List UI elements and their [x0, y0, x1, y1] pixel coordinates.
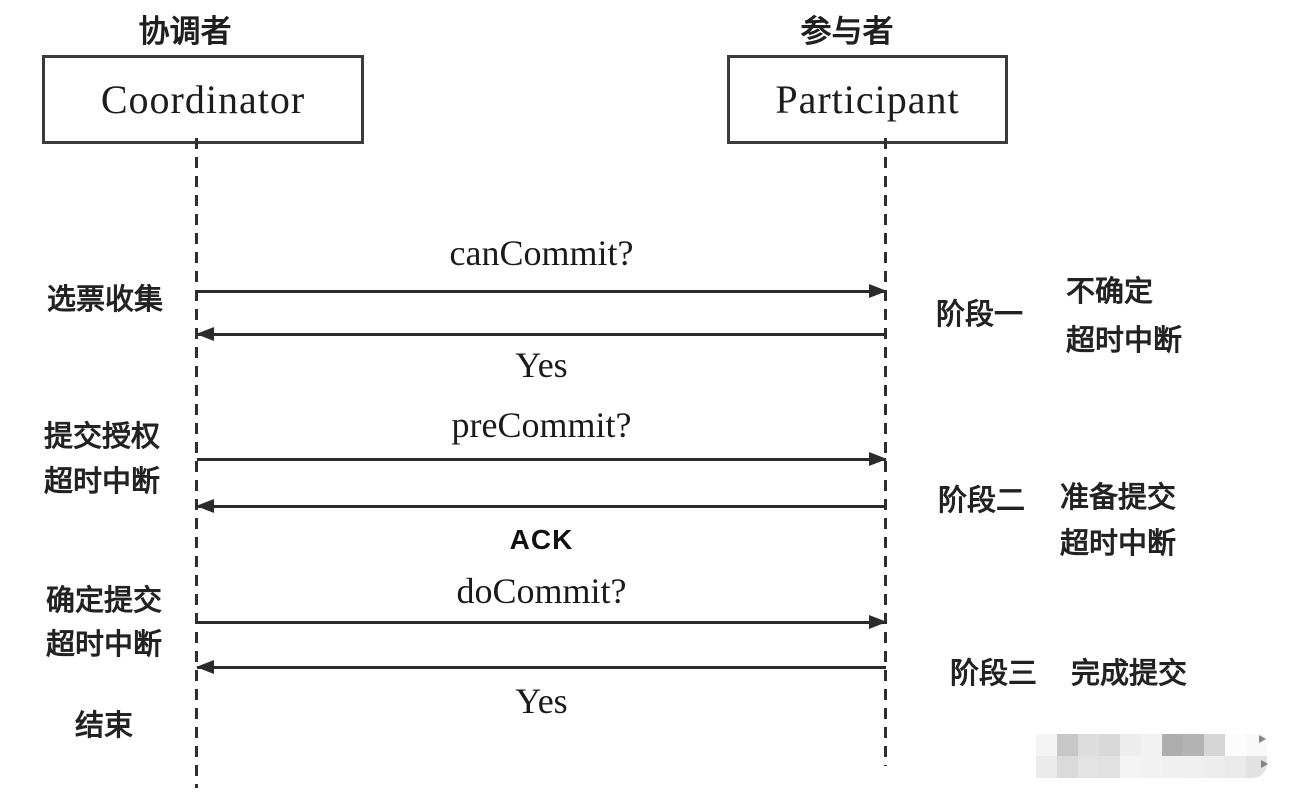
watermark-cell: [1141, 734, 1162, 756]
arrow-cancommit-right: [197, 284, 887, 298]
left-note-line: 确定提交: [45, 585, 162, 617]
left-note-line: 超时中断: [45, 629, 162, 661]
arrow-docommit-right: [197, 615, 887, 629]
arrow-ack-left: [196, 499, 886, 513]
watermark-cell: [1057, 734, 1078, 756]
coordinator-box-label: Coordinator: [100, 77, 306, 122]
coordinator-zh-label: 协调者: [138, 14, 232, 49]
message-label-docommit: doCommit?: [456, 571, 627, 611]
phase-3-label: 阶段三: [950, 658, 1038, 690]
watermark-cell: [1183, 756, 1204, 778]
message-label-cancommit: canCommit?: [449, 233, 634, 273]
watermark-cell: [1204, 756, 1225, 778]
message-label-precommit: preCommit?: [451, 405, 632, 445]
right-note-line: 超时中断: [1066, 325, 1183, 357]
watermark-cell: [1099, 756, 1120, 778]
coordinator-box: Coordinator: [42, 55, 364, 144]
participant-box-label: Participant: [775, 77, 960, 122]
watermark-cell: [1120, 756, 1141, 778]
arrow-yes1-left: [196, 327, 886, 341]
watermark-speck: [1259, 735, 1266, 743]
right-note-line: 完成提交: [1071, 658, 1188, 690]
left-note-confirm-commit: 确定提交 超时中断: [37, 579, 171, 667]
message-label-ack: ACK: [509, 524, 574, 555]
watermark-cell: [1057, 756, 1078, 778]
watermark-cell: [1225, 734, 1246, 756]
watermark-cell: [1162, 734, 1183, 756]
watermark-speck: [1261, 760, 1268, 768]
participant-zh-label: 参与者: [800, 14, 894, 49]
left-note-line: 选票收集: [46, 284, 163, 316]
watermark-cell: [1183, 734, 1204, 756]
left-note-vote-collection: 选票收集: [38, 276, 172, 318]
phase-3-description: 完成提交: [1071, 650, 1187, 692]
left-note-line: 结束: [74, 710, 133, 742]
arrow-yes2-left: [196, 660, 886, 674]
watermark-cell: [1225, 756, 1246, 778]
left-note-commit-authorization: 提交授权 超时中断: [35, 415, 169, 505]
arrow-precommit-right: [197, 452, 887, 466]
watermark-cell: [1099, 734, 1120, 756]
right-note-line: 超时中断: [1060, 528, 1177, 560]
phase-2-label: 阶段二: [938, 485, 1026, 517]
phase-1-description: 不确定 超时中断: [1066, 268, 1182, 366]
watermark-cell: [1162, 756, 1183, 778]
message-label-yes-1: Yes: [515, 345, 568, 385]
participant-box: Participant: [727, 55, 1008, 144]
right-note-line: 不确定: [1066, 276, 1154, 308]
phase-2-description: 准备提交 超时中断: [1060, 475, 1176, 567]
left-note-line: 提交授权: [43, 421, 160, 453]
phase-1-label: 阶段一: [936, 299, 1024, 331]
watermark-cell: [1204, 734, 1225, 756]
watermark-pixelated: [1036, 734, 1267, 778]
left-note-end: 结束: [37, 702, 171, 744]
watermark-cell: [1036, 756, 1057, 778]
right-note-line: 准备提交: [1060, 482, 1177, 514]
coordinator-lifeline: [195, 138, 198, 788]
watermark-cell: [1078, 756, 1099, 778]
watermark-cell: [1078, 734, 1099, 756]
left-note-line: 超时中断: [43, 466, 160, 498]
watermark-cell: [1120, 734, 1141, 756]
watermark-cell: [1036, 734, 1057, 756]
message-label-yes-2: Yes: [515, 681, 568, 721]
watermark-cell: [1141, 756, 1162, 778]
